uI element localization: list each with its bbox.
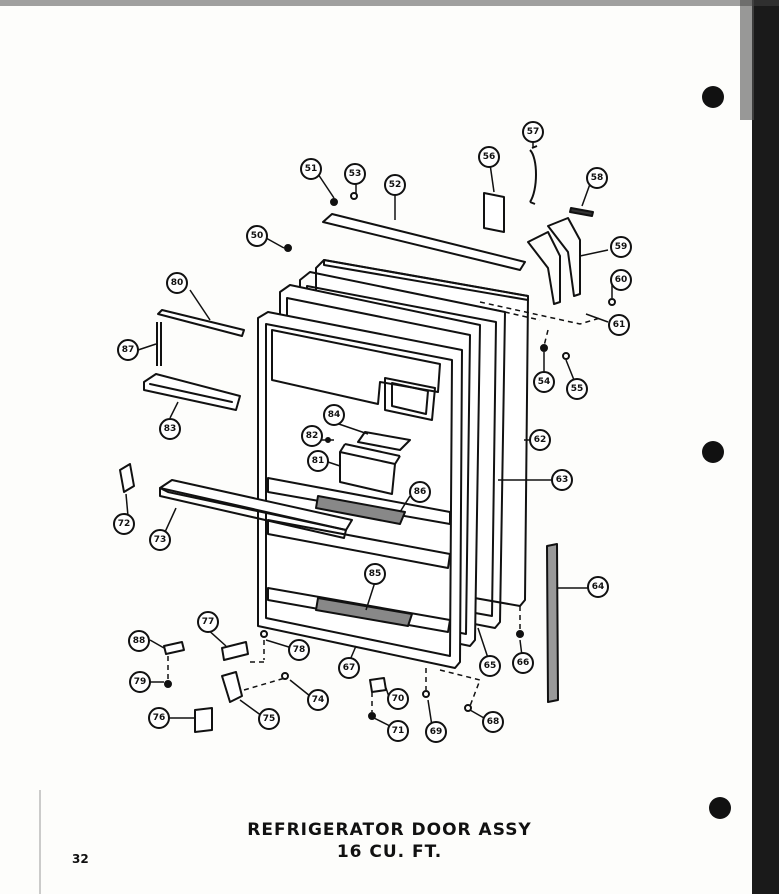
page-number: 32: [72, 852, 89, 866]
callout-63: 63: [551, 469, 573, 491]
callout-55: 55: [566, 378, 588, 400]
callout-72: 72: [113, 513, 135, 535]
leader-dashes: [167, 301, 601, 712]
callout-70: 70: [387, 688, 409, 710]
callout-73: 73: [149, 529, 171, 551]
callout-label: 87: [122, 345, 135, 355]
callout-59: 59: [610, 236, 632, 258]
callout-label: 54: [538, 377, 551, 387]
callout-label: 86: [414, 487, 427, 497]
callout-label: 59: [615, 242, 628, 252]
callout-86: 86: [409, 481, 431, 503]
callout-51: 51: [300, 158, 322, 180]
callout-label: 79: [134, 677, 147, 687]
callout-label: 57: [527, 127, 540, 137]
callout-label: 63: [556, 475, 569, 485]
callout-52: 52: [384, 174, 406, 196]
callout-label: 62: [534, 435, 547, 445]
callout-label: 55: [571, 384, 584, 394]
callout-label: 75: [263, 714, 276, 724]
callout-78: 78: [288, 639, 310, 661]
callout-57: 57: [522, 121, 544, 143]
callout-label: 71: [392, 726, 405, 736]
punch-hole: [709, 797, 731, 819]
callout-66: 66: [512, 652, 534, 674]
callout-87: 87: [117, 339, 139, 361]
callout-label: 88: [133, 636, 146, 646]
callout-label: 61: [613, 320, 626, 330]
callout-label: 67: [343, 663, 356, 673]
callout-77: 77: [197, 611, 219, 633]
callout-85: 85: [364, 563, 386, 585]
callout-label: 81: [312, 456, 325, 466]
callout-label: 80: [171, 278, 184, 288]
callout-label: 53: [349, 169, 362, 179]
diagram-title: REFRIGERATOR DOOR ASSY: [247, 820, 532, 840]
diagram-subtitle: 16 CU. FT.: [336, 842, 443, 862]
callout-label: 82: [306, 431, 319, 441]
callout-label: 72: [118, 519, 131, 529]
callout-75: 75: [258, 708, 280, 730]
callout-label: 60: [615, 275, 628, 285]
callout-83: 83: [159, 418, 181, 440]
callout-label: 65: [484, 661, 497, 671]
callout-71: 71: [387, 720, 409, 742]
callout-label: 76: [153, 713, 166, 723]
door-parts: [119, 145, 616, 733]
callout-label: 74: [312, 695, 325, 705]
callout-label: 50: [251, 231, 264, 241]
callout-label: 69: [430, 727, 443, 737]
callout-label: 52: [389, 180, 402, 190]
callout-58: 58: [586, 167, 608, 189]
callout-53: 53: [344, 163, 366, 185]
callout-label: 85: [369, 569, 382, 579]
callout-label: 73: [154, 535, 167, 545]
callout-label: 51: [305, 164, 318, 174]
punch-hole: [702, 86, 724, 108]
callout-54: 54: [533, 371, 555, 393]
callout-67: 67: [338, 657, 360, 679]
callout-81: 81: [307, 450, 329, 472]
callout-74: 74: [307, 689, 329, 711]
callout-label: 77: [202, 617, 215, 627]
callout-62: 62: [529, 429, 551, 451]
callout-69: 69: [425, 721, 447, 743]
callout-65: 65: [479, 655, 501, 677]
callout-label: 83: [164, 424, 177, 434]
callout-79: 79: [129, 671, 151, 693]
punch-hole: [702, 441, 724, 463]
callout-60: 60: [610, 269, 632, 291]
callout-label: 68: [487, 717, 500, 727]
callout-82: 82: [301, 425, 323, 447]
callout-label: 64: [592, 582, 605, 592]
callout-84: 84: [323, 404, 345, 426]
callout-label: 78: [293, 645, 306, 655]
callout-label: 84: [328, 410, 341, 420]
callout-76: 76: [148, 707, 170, 729]
callout-88: 88: [128, 630, 150, 652]
callout-80: 80: [166, 272, 188, 294]
callout-label: 58: [591, 173, 604, 183]
callout-50: 50: [246, 225, 268, 247]
callout-61: 61: [608, 314, 630, 336]
callout-56: 56: [478, 146, 500, 168]
callout-label: 56: [483, 152, 496, 162]
callout-64: 64: [587, 576, 609, 598]
callout-label: 66: [517, 658, 530, 668]
callout-label: 70: [392, 694, 405, 704]
callout-68: 68: [482, 711, 504, 733]
